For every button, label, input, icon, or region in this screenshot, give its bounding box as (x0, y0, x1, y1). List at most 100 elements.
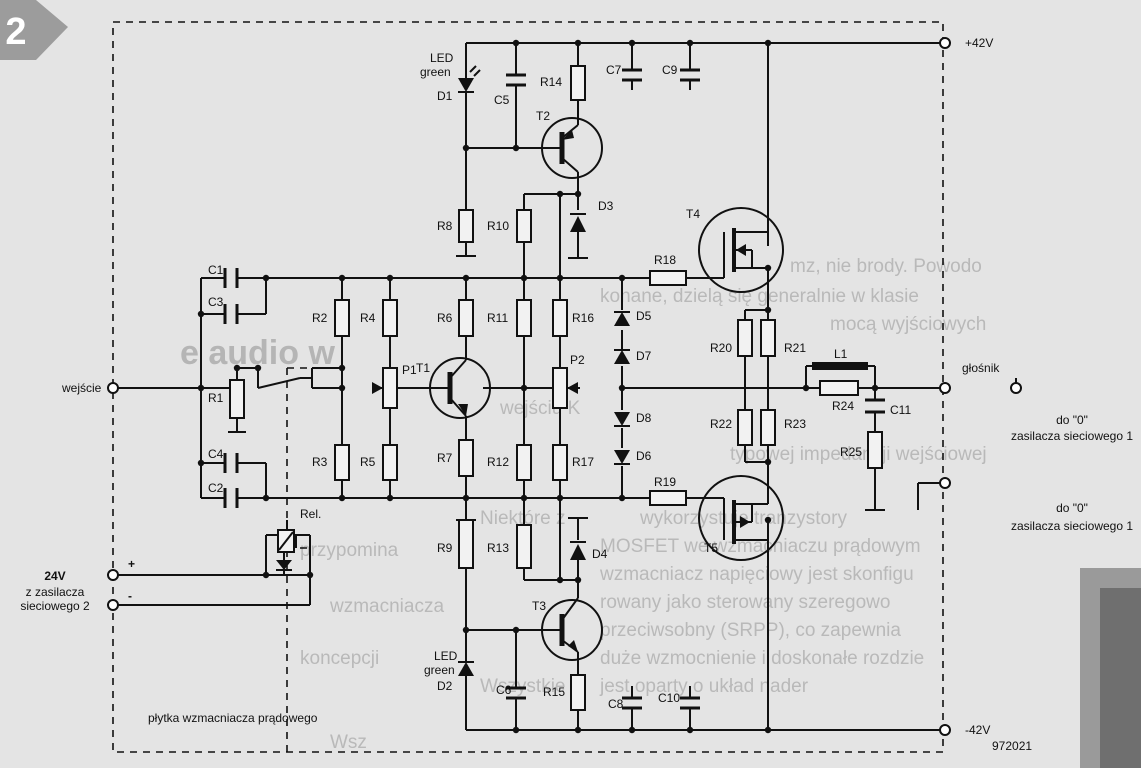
resistor-r3 (334, 444, 350, 481)
figure-number: 2 (5, 11, 26, 53)
ghost-text: przeciwsobny (SRPP), co zapewnia (600, 620, 901, 641)
resistor-r19 (649, 490, 687, 506)
label-r6: R6 (437, 311, 453, 325)
label-t3: T3 (532, 599, 546, 613)
label-r4: R4 (360, 311, 376, 325)
plus-sign: + (128, 557, 135, 571)
label-t2: T2 (536, 109, 550, 123)
resistor-r1 (229, 379, 245, 419)
ghost-text: rowany jako sterowany szeregowo (600, 592, 890, 613)
led1-label: LED (430, 51, 454, 65)
ghost-text: duże wzmocnienie i doskonałe rozdzie (600, 648, 924, 669)
potentiometer-p2 (552, 367, 568, 409)
board-label: płytka wzmacniacza prądowego (148, 711, 318, 725)
label-d1: D1 (437, 89, 453, 103)
label-r12: R12 (487, 455, 509, 469)
label-d8: D8 (636, 411, 652, 425)
label-r24: R24 (832, 399, 854, 413)
supply-minus-terminal (107, 599, 119, 611)
transistor-t3 (541, 599, 603, 661)
input-label: wejście (61, 381, 102, 395)
resistor-r8 (458, 209, 474, 243)
labels: wejście głośnik do "0" zasilacza sieciow… (20, 51, 1133, 753)
speaker-label: głośnik (962, 361, 1000, 375)
label-r5: R5 (360, 455, 376, 469)
resistor-r9 (458, 519, 474, 569)
label-d5: D5 (636, 309, 652, 323)
wipers (372, 382, 578, 394)
label-relay: Rel. (300, 507, 321, 521)
label-r14: R14 (540, 75, 562, 89)
label-t1: T1 (416, 361, 430, 375)
label-p1: P1 (402, 363, 417, 377)
label-r22: R22 (710, 417, 732, 431)
junctions (197, 39, 879, 734)
resistor-r21 (760, 319, 776, 357)
terminals (107, 382, 1022, 611)
label-r16: R16 (572, 311, 594, 325)
label-c7: C7 (606, 63, 622, 77)
supply-label-2: sieciowego 2 (20, 599, 90, 613)
led2-label: LED (434, 649, 458, 663)
label-t5: T5 (704, 541, 718, 555)
resistor-r6 (458, 299, 474, 337)
plus42-label: +42V (965, 36, 993, 50)
ground-terminal (939, 477, 951, 489)
label-r3: R3 (312, 455, 328, 469)
label-r19: R19 (654, 475, 676, 489)
ghost-text: mocą wyjściowych (830, 314, 986, 335)
mosfet-t5 (698, 475, 784, 561)
ground1-label: do "0" (1056, 413, 1088, 427)
label-r9: R9 (437, 541, 453, 555)
led2-color: green (424, 663, 455, 677)
supply-label-1: z zasilacza (26, 585, 85, 599)
supply-plus-terminal (107, 569, 119, 581)
resistor-r5 (382, 444, 398, 481)
resistor-r12 (516, 444, 532, 481)
speaker-terminal (939, 382, 951, 394)
label-c11: C11 (890, 403, 911, 417)
figure-number-badge: 2 (0, 0, 68, 60)
ghost-text: konane, dzielą się generalnie w klasie (600, 286, 919, 307)
label-d2: D2 (437, 679, 453, 693)
diodes (276, 65, 630, 676)
led1-color: green (420, 65, 451, 79)
label-r8: R8 (437, 219, 453, 233)
ghost-text: przypomina (300, 540, 399, 561)
mosfet-t4 (698, 207, 784, 293)
label-c2: C2 (208, 481, 224, 495)
minus42-label: -42V (965, 723, 990, 737)
label-t4: T4 (686, 207, 700, 221)
input-terminal (107, 382, 119, 394)
resistor-r22 (737, 409, 753, 446)
label-c3: C3 (208, 295, 224, 309)
label-r25: R25 (840, 445, 862, 459)
ghost-text: Niektóre z (480, 508, 566, 529)
resistor-r10 (516, 209, 532, 243)
figure-code: 972021 (992, 739, 1032, 753)
transistors (429, 117, 784, 661)
supply-voltage-label: 24V (44, 569, 65, 583)
transistor-t2 (541, 117, 603, 179)
label-r13: R13 (487, 541, 509, 555)
ghost-text: wejściu K (499, 398, 581, 419)
label-d6: D6 (636, 449, 652, 463)
minus-sign: - (128, 589, 132, 603)
resistor-r13 (516, 524, 532, 569)
resistor-r17 (552, 444, 568, 481)
plus42-terminal (939, 37, 951, 49)
label-r17: R17 (572, 455, 594, 469)
label-d4: D4 (592, 547, 608, 561)
ghost-text: wzmacniacza (329, 596, 444, 617)
resistor-r4 (382, 299, 398, 337)
ground1-sub-label: zasilacza sieciowego 1 (1011, 429, 1133, 443)
resistor-r7 (458, 439, 474, 477)
label-c9: C9 (662, 63, 678, 77)
label-l1: L1 (834, 347, 848, 361)
potentiometer-p1 (382, 367, 398, 409)
label-c10: C10 (658, 691, 680, 705)
label-d7: D7 (636, 349, 652, 363)
inductor-l1 (812, 362, 868, 370)
